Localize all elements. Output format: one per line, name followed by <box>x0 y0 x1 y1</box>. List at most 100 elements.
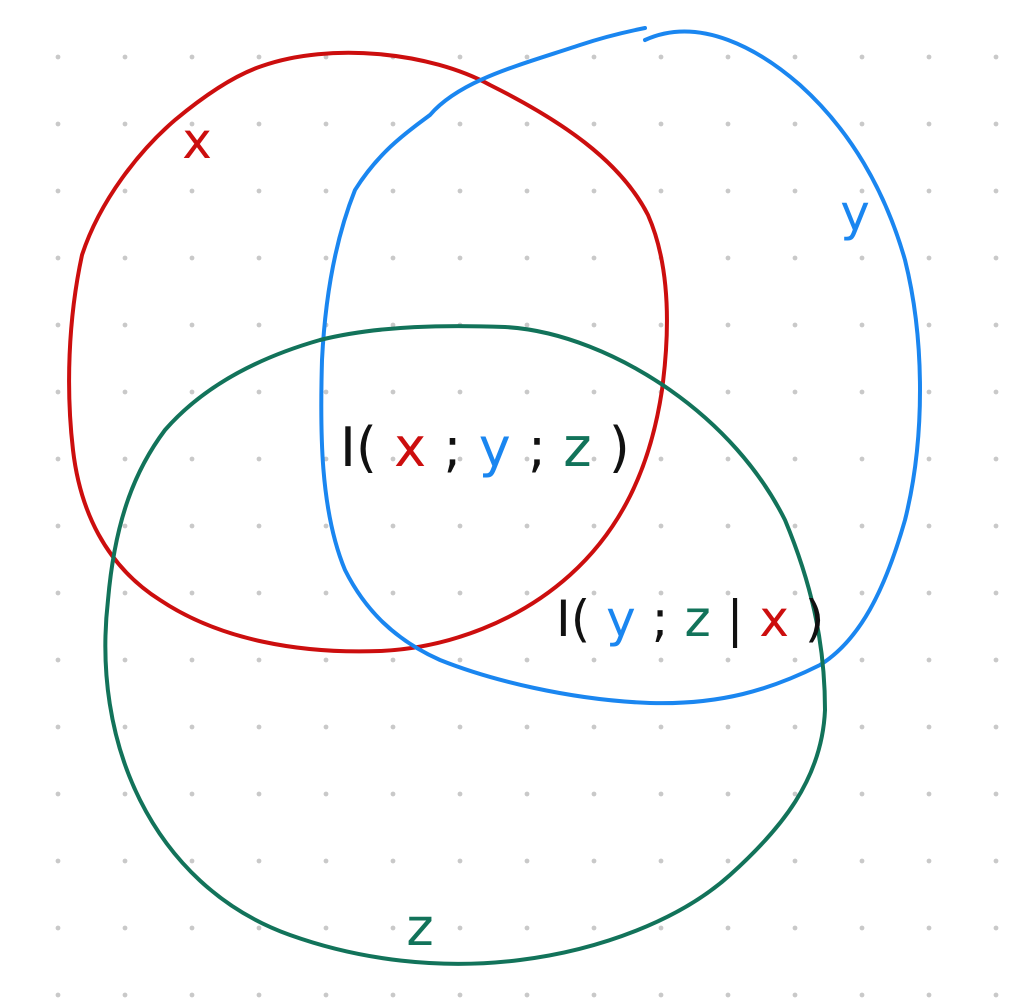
grid-dot <box>993 858 999 864</box>
grid-dot <box>256 255 262 261</box>
grid-dot <box>323 992 329 998</box>
grid-dot <box>792 255 798 261</box>
grid-dot <box>993 523 999 529</box>
grid-dot <box>55 121 61 127</box>
grid-dot <box>55 992 61 998</box>
grid-dot <box>792 657 798 663</box>
triple-var-y: y <box>479 416 511 479</box>
grid-dot <box>122 724 128 730</box>
cond-func: I( <box>556 590 590 648</box>
grid-dot <box>323 724 329 730</box>
grid-dot <box>792 456 798 462</box>
grid-dot <box>122 121 128 127</box>
grid-dot <box>725 54 731 60</box>
grid-dot <box>926 54 932 60</box>
grid-dot <box>993 657 999 663</box>
grid-dot <box>524 389 530 395</box>
grid-dot <box>189 791 195 797</box>
grid-dot <box>993 54 999 60</box>
grid-dot <box>859 389 865 395</box>
grid-dot <box>591 255 597 261</box>
grid-dot <box>390 992 396 998</box>
grid-dot <box>725 322 731 328</box>
grid-dot <box>725 858 731 864</box>
grid-dot <box>390 590 396 596</box>
triple-func: I( <box>340 416 377 479</box>
grid-dot <box>725 791 731 797</box>
triple-sep-2: ; <box>528 416 546 479</box>
set-y-circle <box>319 26 922 706</box>
grid-dot <box>524 925 530 931</box>
grid-dot <box>591 54 597 60</box>
grid-dot <box>926 322 932 328</box>
grid-dot <box>122 255 128 261</box>
grid-dot <box>55 590 61 596</box>
grid-dot <box>390 188 396 194</box>
grid-dot <box>256 858 262 864</box>
grid-dot <box>859 188 865 194</box>
set-y-label: y <box>840 184 870 242</box>
grid-dot <box>189 858 195 864</box>
grid-dot <box>189 322 195 328</box>
grid-dot <box>55 724 61 730</box>
cond-var-z: z <box>684 590 710 648</box>
grid-dot <box>993 724 999 730</box>
grid-dot <box>993 992 999 998</box>
grid-dot <box>859 255 865 261</box>
grid-dot <box>926 724 932 730</box>
grid-dot <box>323 54 329 60</box>
grid-dot <box>390 389 396 395</box>
conditional-mutual-information-label: I( y ; z | x ) <box>556 590 824 648</box>
set-z-label: z <box>406 898 433 958</box>
grid-dot <box>122 992 128 998</box>
grid-dot <box>256 925 262 931</box>
grid-dot <box>122 791 128 797</box>
grid-dot <box>658 791 664 797</box>
grid-dot <box>591 858 597 864</box>
grid-dot <box>591 523 597 529</box>
grid-dot <box>256 322 262 328</box>
grid-dot <box>993 791 999 797</box>
grid-dot <box>591 188 597 194</box>
grid-dot <box>524 657 530 663</box>
grid-dot <box>859 121 865 127</box>
triple-mutual-information-label: I( x ; y ; z ) <box>340 416 630 479</box>
grid-dot <box>591 791 597 797</box>
grid-dot <box>591 121 597 127</box>
grid-dot <box>390 322 396 328</box>
grid-dot <box>457 657 463 663</box>
grid-dot <box>256 121 262 127</box>
grid-dot <box>189 657 195 663</box>
grid-dot <box>658 590 664 596</box>
grid-dot <box>591 992 597 998</box>
grid-dot <box>457 456 463 462</box>
grid-dot <box>323 523 329 529</box>
grid-dot <box>390 858 396 864</box>
grid-dot <box>859 456 865 462</box>
grid-dot <box>55 255 61 261</box>
grid-dot <box>993 590 999 596</box>
grid-dot <box>658 724 664 730</box>
grid-dot <box>725 121 731 127</box>
grid-dot <box>457 188 463 194</box>
grid-dot <box>122 523 128 529</box>
grid-dot <box>256 456 262 462</box>
grid-dot <box>658 523 664 529</box>
grid-dot <box>859 858 865 864</box>
grid-dot <box>792 590 798 596</box>
grid-dot <box>323 456 329 462</box>
grid-dot <box>993 925 999 931</box>
grid-dot <box>55 456 61 462</box>
grid-dot <box>859 724 865 730</box>
grid-dot <box>926 523 932 529</box>
grid-dot <box>256 992 262 998</box>
grid-dot <box>725 456 731 462</box>
grid-dot <box>55 54 61 60</box>
grid-dot <box>792 791 798 797</box>
grid-dot <box>591 322 597 328</box>
grid-dot <box>457 925 463 931</box>
grid-dot <box>55 188 61 194</box>
grid-dot <box>390 121 396 127</box>
grid-dot <box>792 121 798 127</box>
